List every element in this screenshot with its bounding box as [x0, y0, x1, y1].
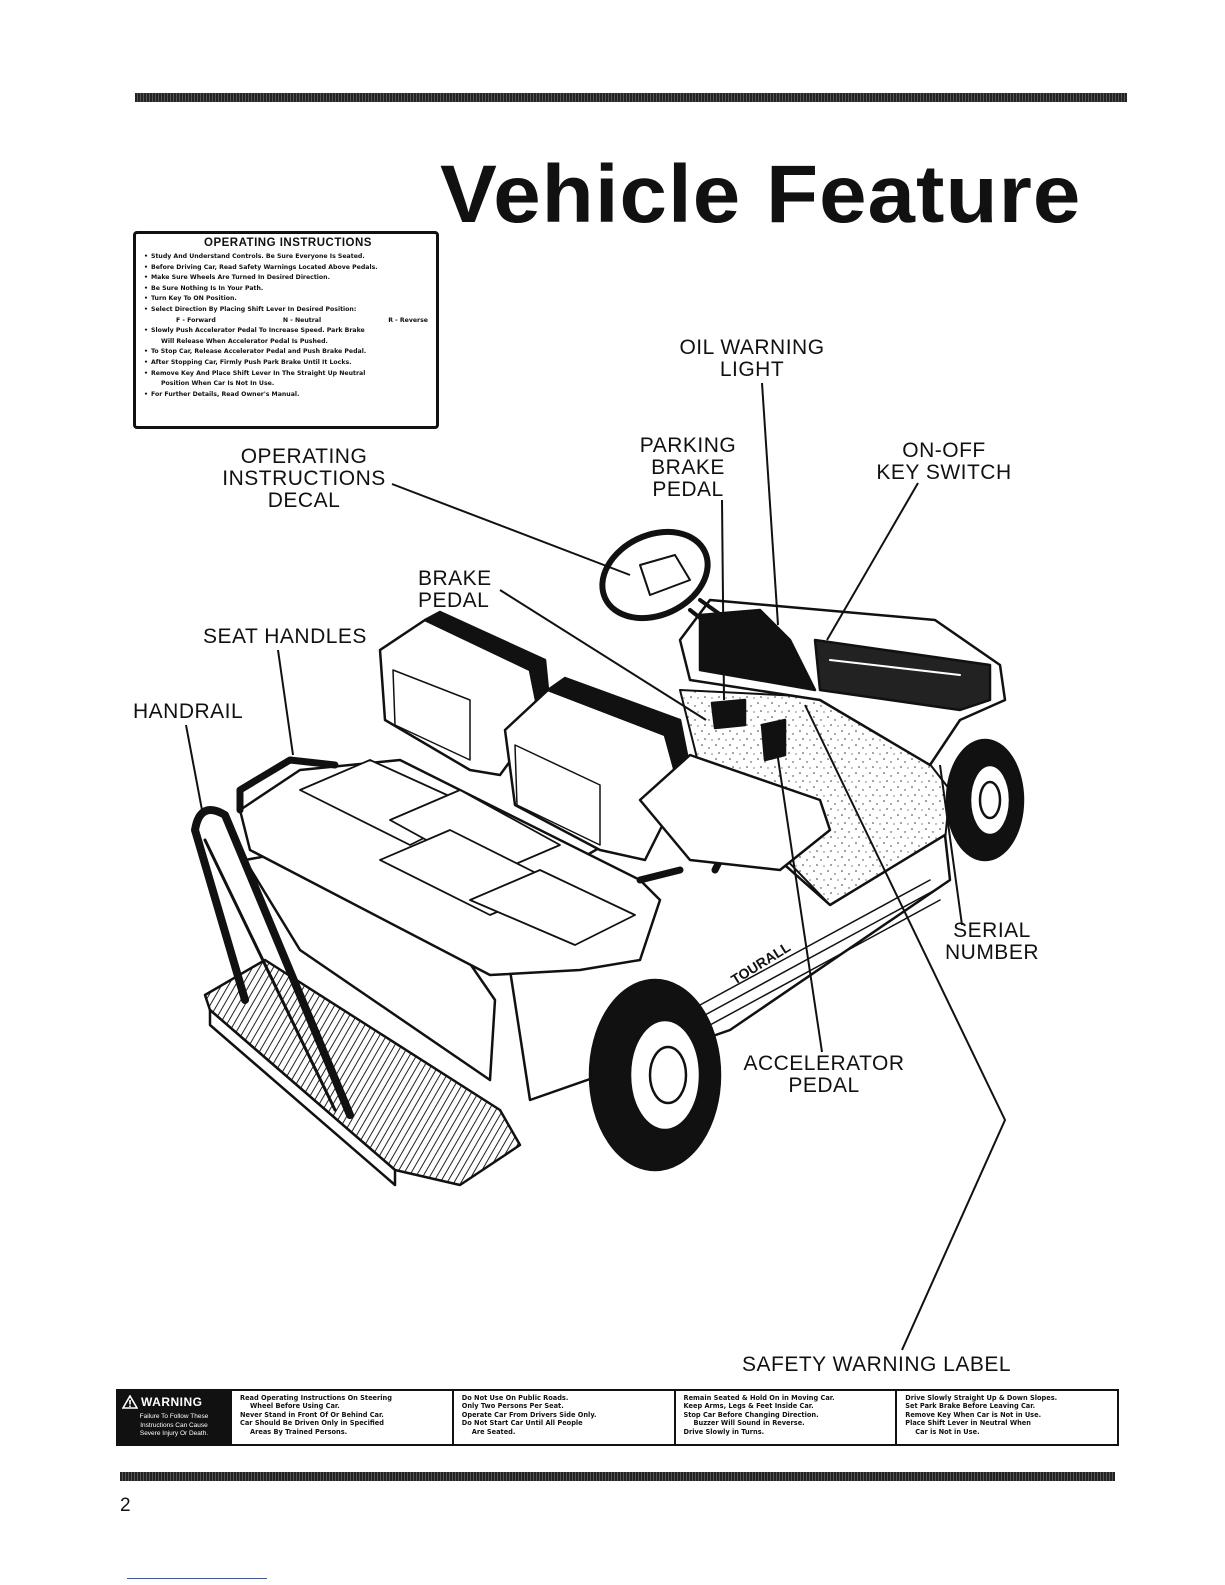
label-accelerator-pedal: ACCELERATOR PEDAL — [743, 1052, 905, 1097]
leader-seat-handles — [277, 649, 294, 756]
leader-handrail — [185, 724, 203, 811]
warning-column-3: Remain Seated & Hold On in Moving Car. K… — [673, 1391, 896, 1444]
direction-reverse: R - Reverse — [388, 316, 428, 324]
page-title: Vehicle Feature — [440, 149, 1082, 240]
label-brake-pedal: BRAKE PEDAL — [418, 567, 492, 612]
warning-tag: WARNING Failure To Follow These Instruct… — [118, 1391, 230, 1444]
leader-lines — [185, 382, 1007, 1351]
list-item: •Select Direction By Placing Shift Lever… — [144, 305, 357, 313]
warning-column-2: Do Not Use On Public Roads. Only Two Per… — [451, 1391, 674, 1444]
handrail — [191, 806, 354, 1119]
list-item-continued: Will Release When Accelerator Pedal Is P… — [161, 337, 328, 345]
seat-handle-left — [236, 756, 339, 814]
leader-brake-pedal — [499, 589, 707, 721]
direction-forward: F - Forward — [176, 316, 216, 324]
decal-title: OPERATING INSTRUCTIONS — [204, 237, 372, 249]
label-seat-handles: SEAT HANDLES — [203, 625, 367, 648]
list-item: •Make Sure Wheels Are Turned In Desired … — [144, 274, 330, 282]
list-item: •Before Driving Car, Read Safety Warning… — [144, 263, 378, 271]
warning-column-4: Drive Slowly Straight Up & Down Slopes. … — [895, 1391, 1117, 1444]
list-item-continued: Position When Car Is Not In Use. — [161, 380, 275, 388]
page-number: 2 — [120, 1495, 131, 1516]
leader-key-switch — [826, 482, 919, 641]
warning-title: WARNING — [141, 1395, 203, 1409]
list-item: •After Stopping Car, Firmly Push Park Br… — [144, 358, 352, 366]
label-operating-instructions-decal: OPERATING INSTRUCTIONS DECAL — [222, 445, 386, 512]
brake-pedal-shape — [710, 698, 747, 730]
list-item: •Study And Understand Controls. Be Sure … — [144, 253, 365, 260]
warning-subtext: Failure To Follow These Instructions Can… — [139, 1413, 209, 1437]
top-rule — [135, 93, 1127, 102]
label-oil-warning-light: OIL WARNING LIGHT — [679, 336, 825, 381]
seat-handle-right — [636, 866, 684, 884]
label-serial-number: SERIAL NUMBER — [944, 919, 1039, 964]
warning-column-1: Read Operating Instructions On Steering … — [230, 1391, 452, 1444]
list-item: •For Further Details, Read Owner's Manua… — [144, 390, 300, 398]
leader-parking-brake — [721, 499, 725, 701]
direction-line: F - Forward N - Neutral R - Reverse — [144, 316, 432, 327]
label-handrail: HANDRAIL — [133, 700, 244, 723]
list-item: •To Stop Car, Release Accelerator Pedal … — [144, 348, 367, 356]
leader-accelerator — [775, 744, 823, 1053]
direction-neutral: N - Neutral — [282, 316, 322, 324]
decal-list: •Study And Understand Controls. Be Sure … — [144, 252, 432, 400]
leader-oil-warning — [761, 382, 779, 626]
leader-safety-label — [804, 704, 1007, 1351]
label-on-off-key-switch: ON-OFF KEY SWITCH — [876, 439, 1012, 484]
list-item: •Turn Key To ON Position. — [144, 295, 237, 303]
bottom-rule — [120, 1472, 1115, 1481]
accelerator-pedal-shape — [760, 718, 787, 762]
operating-instructions-decal: OPERATING INSTRUCTIONS •Study And Unders… — [133, 231, 439, 429]
list-item: •Be Sure Nothing Is In Your Path. — [144, 284, 264, 292]
steering-wheel — [599, 528, 711, 622]
warning-triangle-icon — [122, 1395, 138, 1409]
label-safety-warning-label: SAFETY WARNING LABEL — [742, 1353, 1012, 1376]
list-item: •Slowly Push Accelerator Pedal To Increa… — [144, 327, 365, 335]
leader-operating-decal — [391, 483, 631, 576]
list-item: •Remove Key And Place Shift Lever In The… — [144, 369, 366, 377]
bottom-link-underline — [127, 1578, 267, 1579]
leader-serial — [939, 764, 963, 926]
label-parking-brake-pedal: PARKING BRAKE PEDAL — [639, 434, 737, 501]
front-seat — [638, 753, 832, 872]
safety-warning-band: WARNING Failure To Follow These Instruct… — [116, 1389, 1119, 1446]
